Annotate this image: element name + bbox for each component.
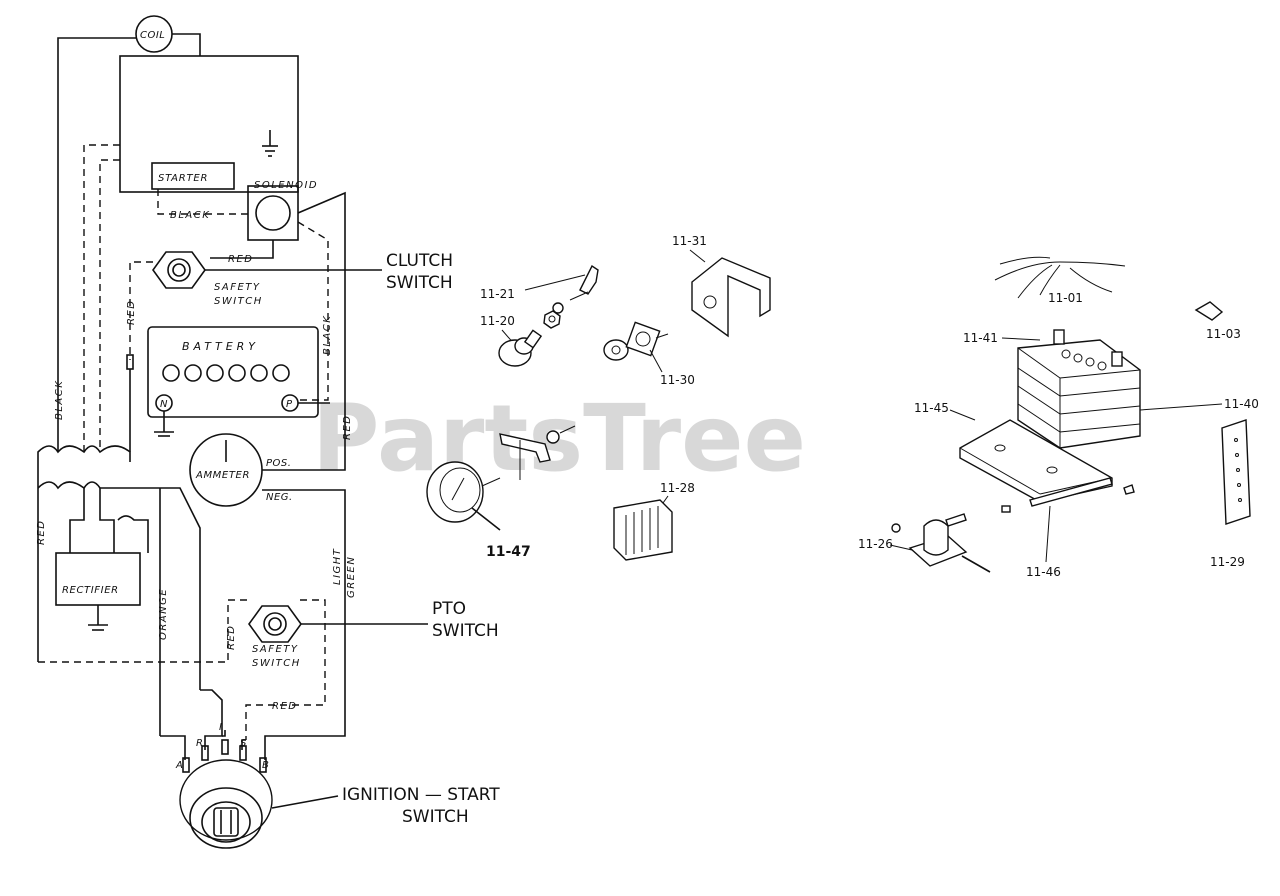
terminal-s: S bbox=[240, 738, 247, 749]
battery: BATTERY N P bbox=[147, 326, 319, 418]
part-11-30-switch: 11-30 bbox=[603, 321, 695, 387]
solenoid: SOLENOID bbox=[247, 180, 318, 241]
ammeter-pos-label: POS. bbox=[266, 458, 291, 469]
wire-label-red-low: RED bbox=[226, 625, 237, 650]
part-11-20-switch: 11-20 bbox=[480, 314, 543, 367]
part-label-11-28: 11-28 bbox=[660, 481, 695, 495]
part-nut bbox=[543, 302, 564, 329]
engine-block bbox=[119, 55, 299, 193]
clutch-switch-label-2: SWITCH bbox=[386, 273, 453, 293]
part-11-01-harness: 11-01 bbox=[994, 256, 1126, 305]
starter: STARTER bbox=[151, 162, 235, 190]
ignition-switch-label-1: IGNITION — START bbox=[342, 785, 500, 805]
part-label-11-20: 11-20 bbox=[480, 314, 515, 328]
part-11-03-clip: 11-03 bbox=[1194, 301, 1241, 341]
coil-label: COIL bbox=[140, 30, 165, 41]
ignition-switch bbox=[179, 739, 273, 849]
clutch-safety-label-2: SWITCH bbox=[214, 296, 263, 307]
ammeter-label: AMMETER bbox=[195, 470, 250, 481]
wire-label-black-top: BLACK bbox=[170, 210, 210, 221]
wire-label-orange: ORANGE bbox=[158, 588, 169, 640]
clutch-safety-switch: SAFETY SWITCH bbox=[152, 251, 263, 307]
wire-label-black-right: BLACK bbox=[322, 315, 333, 355]
wire-label-red-top: RED bbox=[228, 254, 253, 265]
part-11-21-key: 11-21 bbox=[480, 264, 599, 301]
pto-safety-label-1: SAFETY bbox=[252, 644, 298, 655]
wire-label-black-left: BLACK bbox=[54, 380, 65, 420]
wire-label-green: GREEN bbox=[346, 556, 357, 598]
part-label-11-01: 11-01 bbox=[1048, 291, 1083, 305]
clutch-safety-label-1: SAFETY bbox=[214, 282, 260, 293]
part-label-11-29: 11-29 bbox=[1210, 555, 1245, 569]
part-label-11-40: 11-40 bbox=[1224, 397, 1259, 411]
part-11-29-plate: 11-29 bbox=[1210, 419, 1251, 569]
terminal-i: I bbox=[219, 722, 222, 733]
pto-switch-label-1: PTO bbox=[432, 599, 466, 619]
battery-label: BATTERY bbox=[182, 340, 259, 353]
ignition-switch-label-2: SWITCH bbox=[402, 807, 469, 827]
part-label-11-30: 11-30 bbox=[660, 373, 695, 387]
pto-safety-switch: SAFETY SWITCH bbox=[248, 605, 302, 669]
ammeter-neg-label: NEG. bbox=[266, 492, 293, 503]
part-11-40-battery: 11-41 11-40 bbox=[963, 329, 1259, 449]
starter-label: STARTER bbox=[158, 173, 208, 184]
battery-neg-label: N bbox=[160, 399, 168, 410]
clutch-switch-label-1: CLUTCH bbox=[386, 251, 453, 271]
pto-safety-label-2: SWITCH bbox=[252, 658, 301, 669]
pto-switch-label-2: SWITCH bbox=[432, 621, 499, 641]
part-11-26-solenoid: 11-26 bbox=[858, 513, 991, 573]
terminal-r: R bbox=[196, 738, 203, 749]
part-11-47-ammeter: 11-47 bbox=[426, 425, 576, 560]
wire-label-red-bottom: RED bbox=[272, 701, 297, 712]
part-label-11-45: 11-45 bbox=[914, 401, 949, 415]
engine-ground-icon bbox=[262, 130, 278, 157]
battery-pos-label: P bbox=[286, 399, 293, 410]
terminal-a: A bbox=[175, 760, 183, 771]
part-11-45-tray: 11-45 bbox=[914, 401, 1135, 513]
part-label-11-46: 11-46 bbox=[1026, 565, 1061, 579]
wire-label-red-left: RED bbox=[36, 520, 47, 545]
part-label-11-41: 11-41 bbox=[963, 331, 998, 345]
coil: COIL bbox=[135, 15, 173, 53]
part-label-11-26: 11-26 bbox=[858, 537, 893, 551]
wire-label-red-vert: RED bbox=[126, 300, 137, 325]
part-label-11-47: 11-47 bbox=[486, 544, 531, 560]
part-label-11-21: 11-21 bbox=[480, 287, 515, 301]
rectifier: RECTIFIER bbox=[55, 552, 141, 606]
wire-label-red-right: RED bbox=[342, 415, 353, 440]
rectifier-label: RECTIFIER bbox=[62, 585, 119, 596]
solenoid-label: SOLENOID bbox=[254, 180, 318, 191]
part-label-11-03: 11-03 bbox=[1206, 327, 1241, 341]
part-11-28-rectifier: 11-28 bbox=[613, 481, 695, 561]
part-11-46-strap: 11-46 bbox=[1026, 477, 1113, 579]
part-label-11-31: 11-31 bbox=[672, 234, 707, 248]
wire-label-light: LIGHT bbox=[332, 548, 343, 585]
part-11-31-bracket: 11-31 bbox=[672, 234, 771, 338]
